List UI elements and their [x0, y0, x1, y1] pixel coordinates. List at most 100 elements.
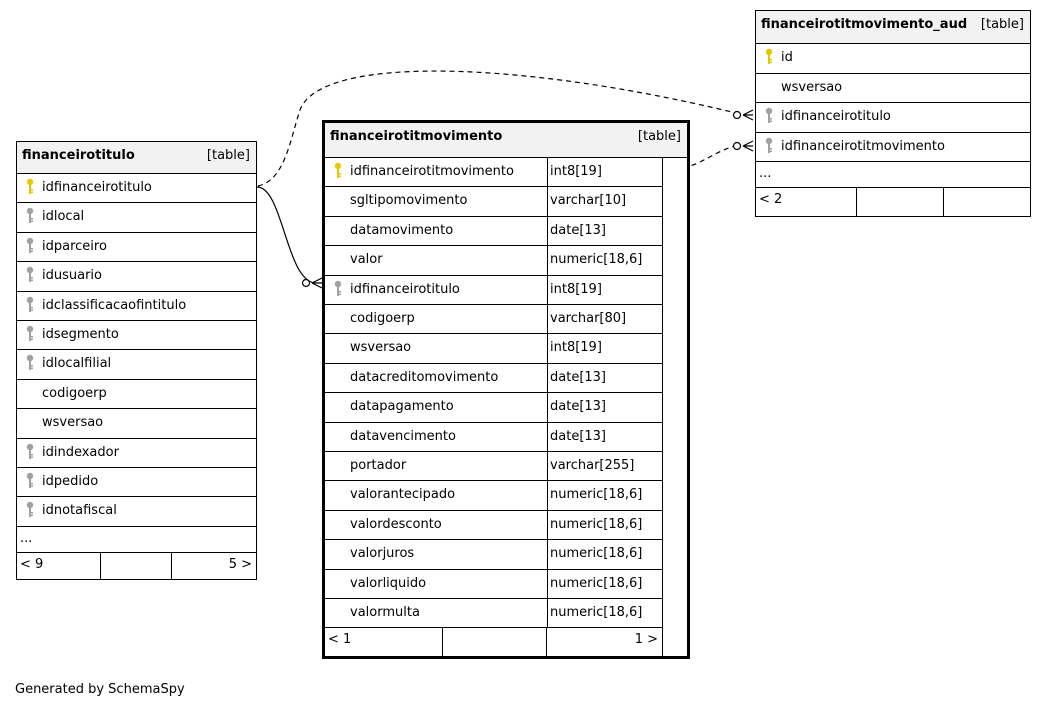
column-row-idlocalfilial[interactable]: idlocalfilial [17, 350, 256, 380]
column-divider [547, 275, 548, 304]
crowfoot-aud-titulo [732, 109, 754, 121]
column-row-idindexador[interactable]: idindexador [17, 439, 256, 468]
column-type: int8[19] [550, 281, 602, 297]
table-name: financeirotitmovimento [330, 129, 503, 144]
column-type: date[13] [550, 222, 606, 238]
column-row-idparceiro[interactable]: idparceiro [17, 233, 256, 263]
column-divider [547, 363, 548, 393]
column-row-codigoerp[interactable]: codigoerp [17, 380, 256, 410]
column-row-sgltipomovimento[interactable]: sgltipomovimento varchar[10] [325, 187, 662, 217]
column-row-idfinanceirotitmovimento[interactable]: idfinanceirotitmovimento [756, 133, 1030, 162]
column-row-datamovimento[interactable]: datamovimento date[13] [325, 216, 662, 247]
column-divider [547, 334, 548, 363]
column-type: numeric[18,6] [550, 605, 643, 620]
column-row-idfinanceirotitulo[interactable]: idfinanceirotitulo [17, 174, 256, 204]
table-type: [table] [980, 17, 1024, 32]
children-count: 1 > [634, 632, 658, 648]
table-header[interactable]: financeirotitmovimento_aud[table] [756, 11, 1030, 44]
parents-count-cell[interactable]: < 1 [325, 628, 443, 657]
column-name: codigoerp [350, 311, 415, 326]
children-count-cell[interactable]: 5 > [172, 553, 256, 579]
column-name: datamovimento [350, 222, 454, 238]
children-count: 5 > [228, 556, 252, 572]
column-divider [547, 158, 548, 187]
crowfoot-movimento [301, 277, 323, 289]
column-type: varchar[10] [550, 193, 627, 209]
footer-spacer-cell [857, 188, 944, 216]
foreign-key-icon [26, 472, 34, 488]
column-row-idusuario[interactable]: idusuario [17, 262, 256, 292]
more-columns-row[interactable]: ... [17, 527, 256, 553]
column-row-wsversao[interactable]: wsversao [756, 74, 1030, 103]
column-row-id[interactable]: id [756, 44, 1030, 74]
foreign-key-icon [26, 502, 34, 518]
column-divider [547, 599, 548, 628]
column-type: numeric[18,6] [550, 575, 643, 591]
column-name: idlocalfilial [42, 356, 112, 372]
column-divider [547, 187, 548, 216]
column-name: wsversao [42, 415, 104, 431]
table-type: [table] [637, 129, 681, 144]
column-divider [547, 422, 548, 451]
column-divider [547, 216, 548, 246]
column-row-idlocal[interactable]: idlocal [17, 203, 256, 233]
parents-count-cell[interactable]: < 9 [17, 552, 101, 579]
column-divider [547, 481, 548, 510]
table-financeirotitulo[interactable]: financeirotitulo[table]idfinanceirotitul… [16, 141, 257, 580]
column-row-wsversao[interactable]: wsversao [17, 409, 256, 439]
column-name: idfinanceirotitmovimento [350, 164, 514, 179]
children-count-cell[interactable]: 1 > [547, 628, 662, 656]
foreign-key-icon [26, 266, 34, 283]
column-row-portador[interactable]: portador varchar[255] [325, 452, 662, 482]
column-type: numeric[18,6] [550, 516, 643, 532]
column-row-valormulta[interactable]: valormulta numeric[18,6] [325, 599, 662, 629]
foreign-key-icon [26, 296, 34, 312]
primary-key-icon [26, 178, 34, 194]
parents-count: < 1 [328, 632, 352, 648]
column-name: idparceiro [42, 238, 107, 254]
column-row-idfinanceirotitulo[interactable]: idfinanceirotitulo [756, 103, 1030, 133]
column-name: portador [350, 458, 407, 473]
column-row-idfinanceirotitmovimento[interactable]: idfinanceirotitmovimento int8[19] [325, 158, 662, 188]
table-header[interactable]: financeirotitmovimento [table] [325, 123, 687, 158]
column-row-idpedido[interactable]: idpedido [17, 468, 256, 498]
column-name: valormulta [350, 605, 420, 620]
column-name: datapagamento [350, 399, 454, 415]
children-count-cell[interactable] [944, 188, 1030, 216]
foreign-key-icon [26, 325, 34, 341]
column-row-idclassificacaofintitulo[interactable]: idclassificacaofintitulo [17, 292, 256, 321]
table-header[interactable]: financeirotitulo[table] [17, 142, 256, 174]
parents-count: < 2 [759, 192, 783, 207]
column-name: sgltipomovimento [350, 193, 468, 209]
table-type: [table] [206, 148, 250, 163]
more-columns-row[interactable]: ... [756, 162, 1030, 188]
column-name: datavencimento [350, 428, 456, 444]
edge-titulo-to-movimento [256, 186, 316, 284]
scroll-rail [662, 158, 687, 657]
crowfoot-aud-movimento [732, 140, 754, 152]
column-type: int8[19] [550, 164, 602, 179]
column-row-idnotafiscal[interactable]: idnotafiscal [17, 497, 256, 527]
table-financeirotitmovimento[interactable]: financeirotitmovimento [table] idfinanceir… [322, 120, 690, 660]
column-type: date[13] [550, 428, 606, 444]
parents-count-cell[interactable]: < 2 [756, 188, 857, 216]
table-footer: < 9 5 > [17, 552, 256, 579]
column-type: varchar[255] [550, 458, 635, 473]
column-row-idsegmento[interactable]: idsegmento [17, 321, 256, 351]
column-name: valorjuros [350, 546, 415, 562]
column-row-datavencimento[interactable]: datavencimento date[13] [325, 422, 662, 452]
ellipsis: ... [759, 166, 772, 181]
ellipsis: ... [20, 530, 33, 546]
column-name: wsversao [350, 340, 412, 356]
